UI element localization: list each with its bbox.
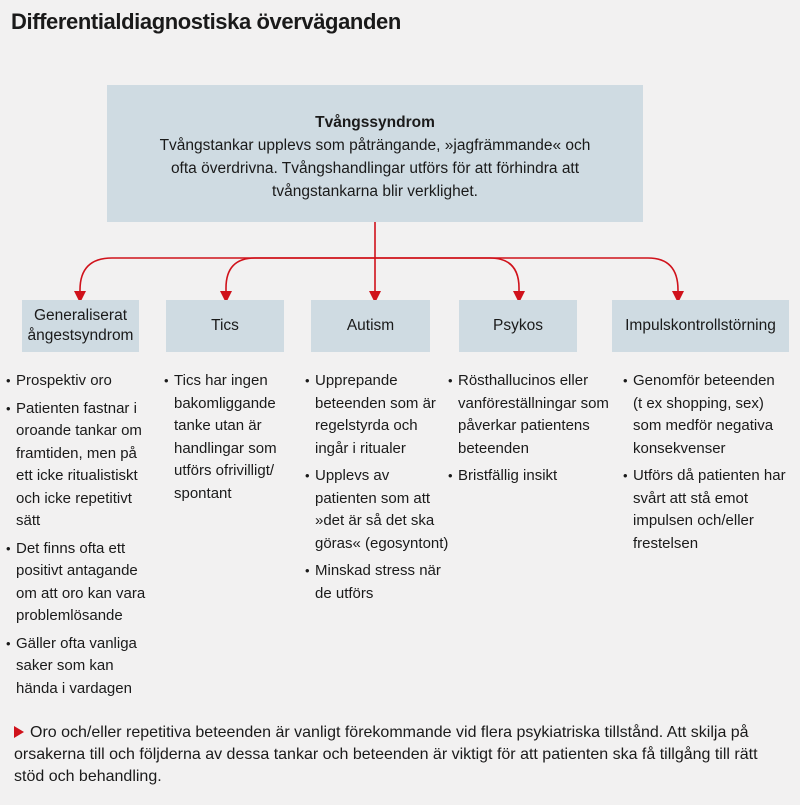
column-impulse: Genomför beteenden (t ex shopping, sex) …: [623, 370, 788, 560]
arrowhead-5: [672, 291, 684, 303]
bullet-list-impulse: Genomför beteenden (t ex shopping, sex) …: [623, 370, 788, 555]
bullet-item: Rösthallucinos eller vanföreställningar …: [448, 370, 613, 460]
footnote: Oro och/eller repetitiva beteenden är va…: [14, 722, 786, 788]
category-box-tics: Tics: [166, 300, 284, 352]
bullet-item: Utförs då patienten har svårt att stå em…: [623, 465, 788, 555]
category-label-gad: Generaliserat ångestsyndrom: [27, 307, 134, 344]
category-box-gad: Generaliserat ångestsyndrom: [22, 300, 139, 352]
triangle-marker-icon: [14, 726, 24, 738]
connector-arc-right-outer: [375, 257, 679, 294]
bullet-item: Genomför beteenden (t ex shopping, sex) …: [623, 370, 788, 460]
arrowhead-3: [369, 291, 381, 303]
bullet-item: Tics har ingen bakomliggande tanke utan …: [164, 370, 292, 505]
main-diagnosis-title: Tvångssyndrom: [315, 114, 435, 131]
category-label-autism: Autism: [346, 317, 395, 334]
connector-arc-left-inner: [225, 257, 375, 294]
bullet-item: Gäller ofta vanliga saker som kan hända …: [6, 633, 146, 701]
column-psykos: Rösthallucinos eller vanföreställningar …: [448, 370, 613, 493]
main-diagnosis-description: Tvångstankar upplevs som påträngande, »j…: [159, 137, 591, 200]
category-box-psykos: Psykos: [459, 300, 577, 352]
bullet-item: Patienten fastnar i oroande tankar om fr…: [6, 398, 146, 533]
bullet-item: Prospektiv oro: [6, 370, 146, 393]
bullet-item: Det finns ofta ett positivt antagande om…: [6, 538, 146, 628]
arrowhead-4: [513, 291, 525, 303]
arrowhead-2: [220, 291, 232, 303]
bullet-item: Minskad stress när de utförs: [305, 560, 455, 605]
footnote-text: Oro och/eller repetitiva beteenden är va…: [14, 724, 758, 785]
category-box-autism: Autism: [311, 300, 430, 352]
arrowhead-1: [74, 291, 86, 303]
bullet-list-tics: Tics har ingen bakomliggande tanke utan …: [164, 370, 292, 505]
bullet-item: Bristfällig insikt: [448, 465, 613, 488]
category-label-psykos: Psykos: [493, 317, 543, 334]
bullet-list-gad: Prospektiv oro Patienten fastnar i oroan…: [6, 370, 146, 700]
connector-arc-left-outer: [79, 257, 375, 294]
bullet-list-psykos: Rösthallucinos eller vanföreställningar …: [448, 370, 613, 488]
bullet-item: Upplevs av patienten som att »det är så …: [305, 465, 455, 555]
column-autism: Upprepande beteenden som är regelstyrda …: [305, 370, 455, 610]
category-label-impulse: Impulskontrollstörning: [625, 317, 776, 334]
main-diagnosis-box: Tvångssyndrom Tvångstankar upplevs som p…: [107, 85, 643, 222]
column-gad: Prospektiv oro Patienten fastnar i oroan…: [6, 370, 146, 705]
category-box-impulse: Impulskontrollstörning: [612, 300, 789, 352]
page-title: Differentialdiagnostiska överväganden: [11, 9, 401, 34]
bullet-list-autism: Upprepande beteenden som är regelstyrda …: [305, 370, 455, 605]
connector-arc-right-inner: [375, 257, 520, 294]
column-tics: Tics har ingen bakomliggande tanke utan …: [164, 370, 292, 510]
bullet-item: Upprepande beteenden som är regelstyrda …: [305, 370, 455, 460]
category-label-tics: Tics: [211, 317, 239, 334]
